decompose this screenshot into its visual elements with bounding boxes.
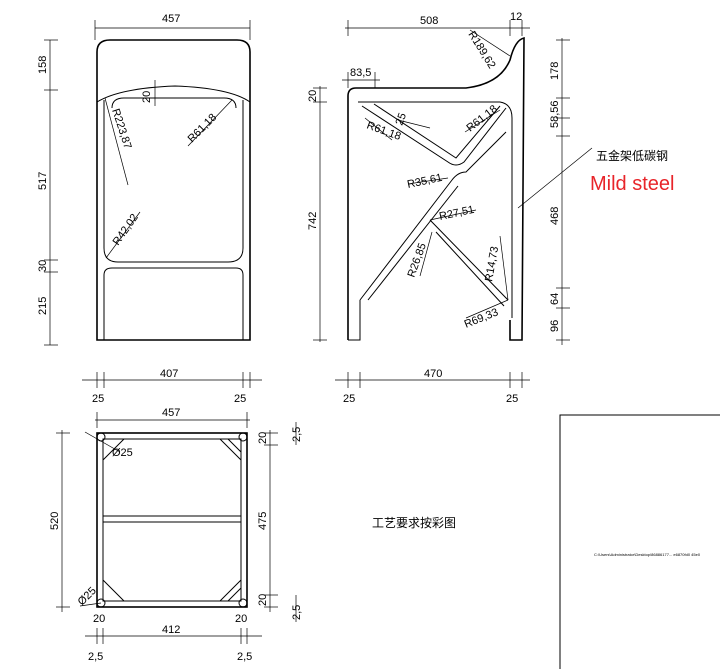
side-lower-brace xyxy=(429,219,509,301)
side-width-83: 83,5 xyxy=(350,67,371,79)
side-height-96: 96 xyxy=(549,320,561,332)
top-width-top: 457 xyxy=(162,407,180,419)
side-radius-69: R69,33 xyxy=(463,306,500,330)
top-dim-2-5-top: 2,5 xyxy=(291,427,303,442)
top-dim-2-5-left: 2,5 xyxy=(88,651,103,663)
top-corner-circle-tr xyxy=(238,432,248,442)
side-upper-brace xyxy=(361,105,507,166)
front-view: 457 158 517 30 215 20 R223,87 R61,18 R42… xyxy=(37,13,262,405)
top-width-412: 412 xyxy=(162,624,180,636)
side-radius-27: R27,51 xyxy=(438,204,475,223)
front-height-517: 517 xyxy=(37,172,49,190)
front-inner-arc xyxy=(111,97,237,109)
top-dim-20-right: 20 xyxy=(235,613,247,625)
front-margin-right: 25 xyxy=(234,393,246,405)
callout-english: Mild steel xyxy=(590,173,674,195)
side-height-20: 20 xyxy=(307,90,319,102)
front-radius-223: R223,87 xyxy=(109,107,133,150)
front-margin-left: 25 xyxy=(92,393,104,405)
front-seat-lower xyxy=(103,267,244,340)
side-height-58: 58,56 xyxy=(549,100,561,128)
top-corner-circle-bl xyxy=(96,598,106,608)
top-height-475: 475 xyxy=(257,512,269,530)
side-outline xyxy=(347,37,525,341)
side-height-178: 178 xyxy=(549,62,561,80)
side-seat-frame xyxy=(358,101,513,318)
material-callout: 五金架低碳钢 Mild steel xyxy=(517,147,674,209)
top-height-520: 520 xyxy=(49,512,61,530)
frame-border xyxy=(559,414,720,669)
top-outer-frame xyxy=(96,432,248,608)
side-margin-left: 25 xyxy=(343,393,355,405)
top-inner-frame xyxy=(102,438,242,602)
callout-leader xyxy=(517,147,593,209)
side-width-12: 12 xyxy=(510,11,522,23)
side-radius-14: R14,73 xyxy=(483,245,501,282)
top-dim-2-5-right: 2,5 xyxy=(237,651,252,663)
front-width-top: 457 xyxy=(162,13,180,25)
process-note: 工艺要求按彩图 xyxy=(372,516,456,530)
side-dim-25: 25 xyxy=(394,111,409,127)
top-dim-20-bottom: 20 xyxy=(257,594,269,606)
front-back-curve xyxy=(96,85,251,103)
side-radius-35: R35,61 xyxy=(406,172,443,191)
drawing-frame: C:\Users\Administrator\Desktop\86886177.… xyxy=(559,414,720,669)
top-dim-2-5-bottom: 2,5 xyxy=(291,605,303,620)
front-width-bottom: 407 xyxy=(160,368,178,380)
front-height-158: 158 xyxy=(37,56,49,74)
side-width-bottom: 470 xyxy=(424,368,442,380)
top-corner-circle-br xyxy=(238,598,248,608)
callout-chinese: 五金架低碳钢 xyxy=(596,148,668,163)
side-margin-right: 25 xyxy=(506,393,518,405)
side-height-64: 64 xyxy=(549,293,561,305)
front-height-215: 215 xyxy=(37,297,49,315)
front-seat-frame xyxy=(103,100,244,263)
front-outline xyxy=(96,39,251,341)
top-diameter-bottom: Ø25 xyxy=(76,585,99,608)
frame-path-text: C:\Users\Administrator\Desktop\86886177.… xyxy=(594,552,701,557)
side-width-top: 508 xyxy=(420,15,438,27)
side-height-742: 742 xyxy=(307,212,319,230)
top-dim-20-top: 20 xyxy=(257,432,269,444)
front-height-30: 30 xyxy=(37,260,49,272)
top-dim-20-left: 20 xyxy=(93,613,105,625)
side-radius-61-right: R61,18 xyxy=(464,103,499,134)
side-height-468: 468 xyxy=(549,207,561,225)
side-view: 508 12 83,5 20 742 R189,62 R61,18 25 R61… xyxy=(307,11,570,405)
front-offset-20: 20 xyxy=(141,91,153,103)
side-diagonal-brace xyxy=(359,131,507,301)
front-radius-61: R61,18 xyxy=(186,112,220,146)
side-radius-189: R189,62 xyxy=(465,29,497,71)
top-view: 457 Ø25 Ø25 520 20 475 20 xyxy=(49,407,303,663)
front-radius-42: R42,02 xyxy=(111,212,141,248)
top-diameter-top: Ø25 xyxy=(112,447,133,459)
